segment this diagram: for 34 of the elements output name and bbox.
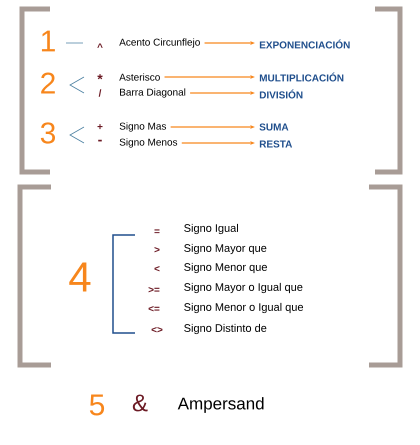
- operator-symbol: >=: [148, 287, 160, 292]
- operator-name: Asterisco: [119, 73, 160, 81]
- operator-name: Signo Igual: [184, 224, 238, 234]
- operator-name: Signo Mas: [120, 122, 166, 132]
- operator-symbol: >: [154, 247, 160, 252]
- operator-symbol: <=: [148, 306, 160, 312]
- group-number: 4: [69, 262, 90, 292]
- operation-name: MULTIPLICACIÓN: [260, 72, 344, 82]
- operation-name: EXPONENCIACIÓN: [260, 40, 350, 48]
- operator-symbol: =: [154, 229, 160, 234]
- operator-name: Signo Distinto de: [184, 324, 266, 334]
- operation-name: RESTA: [260, 140, 292, 148]
- operator-symbol: -: [98, 140, 102, 142]
- operator-name: Signo Menos: [120, 138, 178, 148]
- operator-symbol: &: [132, 394, 148, 412]
- operator-name: Signo Mayor que: [184, 244, 266, 254]
- operator-symbol: /: [98, 89, 102, 97]
- operator-name: Signo Mayor o Igual que: [184, 282, 302, 294]
- operator-name: Ampersand: [178, 397, 264, 413]
- operation-name: DIVISIÓN: [260, 90, 302, 98]
- operator-symbol: ^: [97, 44, 103, 48]
- operator-name: Signo Menor que: [184, 262, 267, 274]
- group-number: 1: [42, 30, 55, 52]
- operator-name: Signo Menor o Igual que: [184, 302, 304, 314]
- operation-name: SUMA: [259, 123, 288, 131]
- operator-symbol: *: [97, 74, 103, 80]
- operator-name: Acento Circunflejo: [119, 38, 200, 48]
- operator-symbol: <>: [152, 327, 162, 332]
- operator-name: Barra Diagonal: [120, 88, 186, 98]
- operator-symbol: <: [154, 266, 160, 272]
- group-number: 2: [41, 72, 55, 94]
- operator-symbol: +: [98, 124, 103, 130]
- group-number: 5: [90, 394, 104, 416]
- group-number: 3: [40, 122, 56, 144]
